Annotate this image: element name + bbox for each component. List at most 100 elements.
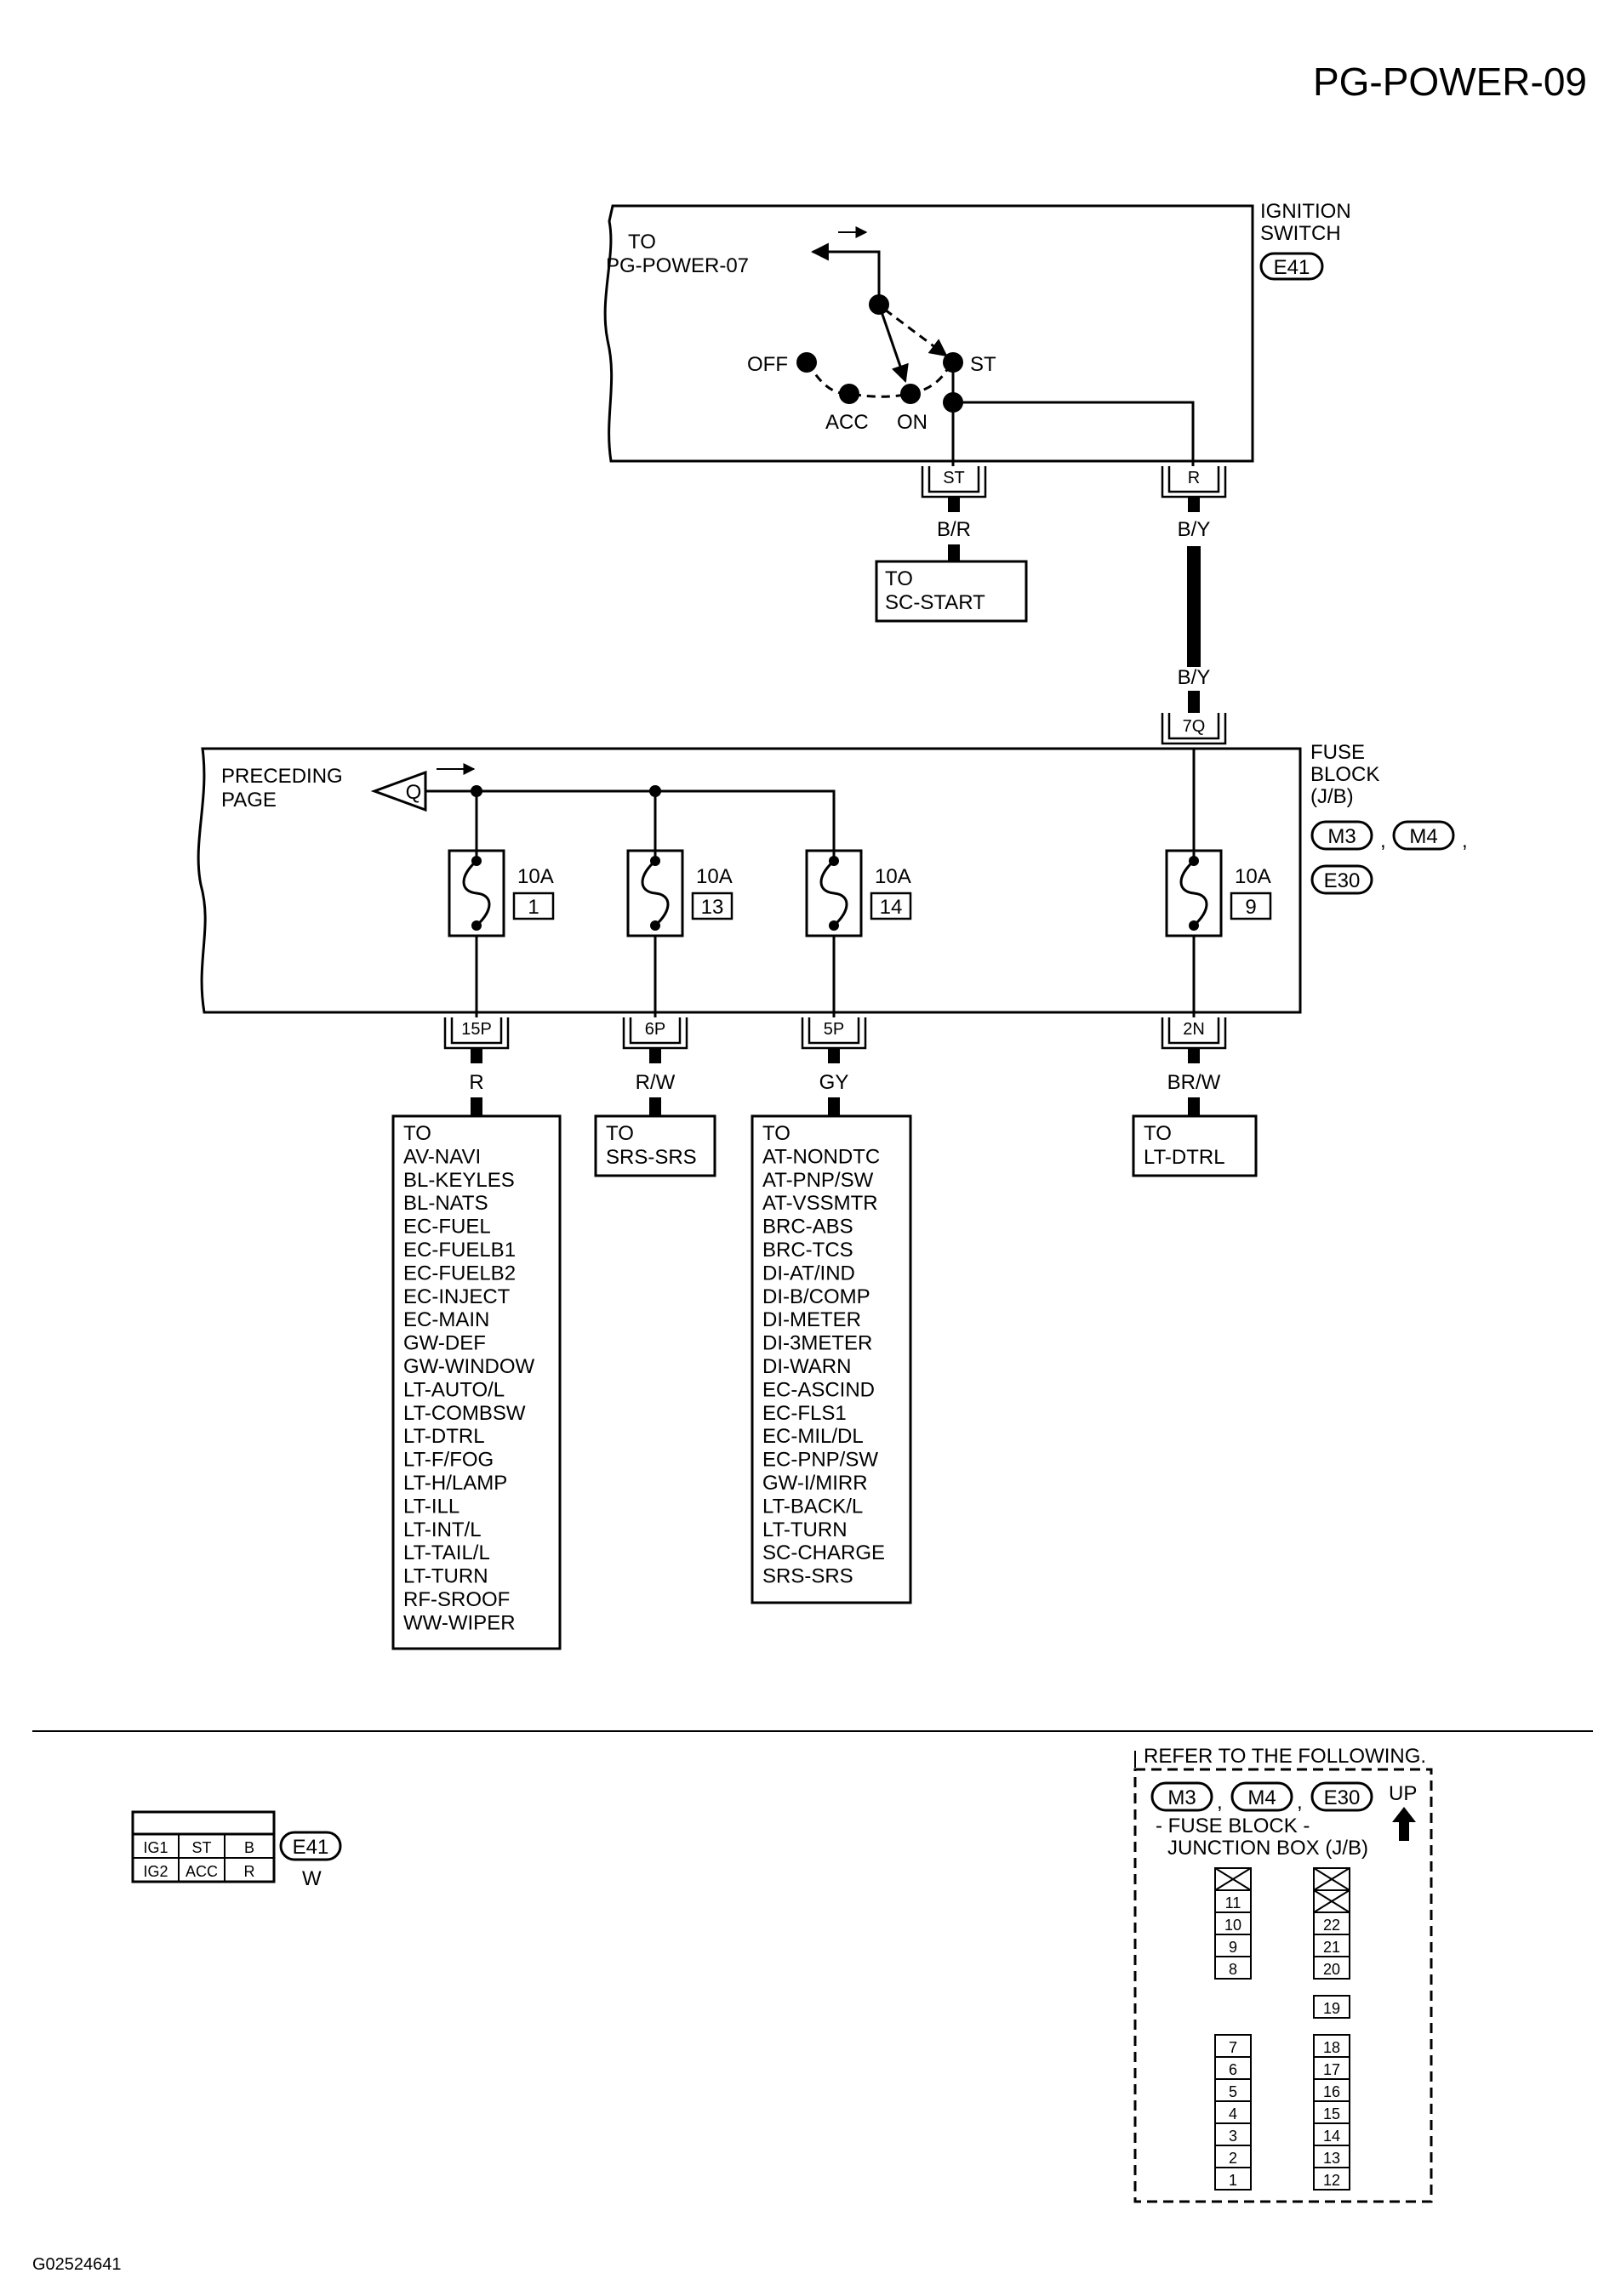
fuse-block-title-2: BLOCK (1310, 763, 1379, 786)
connector-face-e41: IG1 ST B IG2 ACC R E41 W (131, 1810, 342, 1890)
destination-item: LT-H/LAMP (403, 1472, 507, 1495)
output-wires: R R/W GY BR/W (469, 1048, 1221, 1116)
destination-item: TO (606, 1122, 634, 1145)
fuse-9-rating: 10A (1235, 865, 1271, 888)
fuse-14-number: 14 (880, 896, 903, 919)
sc-start-to: TO (885, 567, 913, 590)
terminal-2n: 2N (1183, 1020, 1205, 1039)
destination-item: DI-3METER (762, 1332, 872, 1355)
wire-br-w: BR/W (1167, 1071, 1221, 1094)
terminal-15p: 15P (461, 1020, 492, 1039)
destination-item: WW-WIPER (403, 1611, 516, 1634)
fuse-position-cell (1214, 1956, 1252, 1980)
destination-item: LT-DTRL (403, 1425, 485, 1448)
destination-item: AV-NAVI (403, 1145, 481, 1168)
destination-item: AT-VSSMTR (762, 1192, 878, 1215)
cell-acc: ACC (186, 1863, 218, 1880)
destination-item: TO (403, 1122, 431, 1145)
fuse-13-rating: 10A (696, 865, 733, 888)
destination-item: TO (1144, 1122, 1172, 1145)
page-id: PG-POWER-09 (1313, 60, 1587, 104)
destination-item: EC-FUELB1 (403, 1239, 516, 1262)
fuse-position-cell (1313, 1995, 1350, 2019)
fuse-position-number: 4 (1229, 2105, 1237, 2122)
destination-item: LT-ILL (403, 1495, 459, 1518)
terminal-5p: 5P (824, 1020, 844, 1039)
fuse-1: 10A 1 (448, 849, 555, 1017)
destination-item: LT-INT/L (403, 1518, 482, 1541)
refer-section: REFER TO THE FOLLOWING. M3 , M4 , E30 UP… (1133, 1745, 1433, 2203)
refer-connector-m3: M3 (1167, 1786, 1196, 1809)
fuse-position-number: 10 (1224, 1917, 1241, 1934)
fuse-position-number: 6 (1229, 2061, 1237, 2078)
wire-b-y-lower: B/Y (1178, 666, 1211, 689)
destination-list-fuse-1: TOAV-NAVIBL-KEYLESBL-NATSEC-FUELEC-FUELB… (403, 1122, 535, 1634)
fuse-block: 7Q FUSE BLOCK (J/B) M3 , M4 , E30 PRECED… (197, 713, 1468, 1050)
fuse-position-cell (1313, 2167, 1350, 2191)
destination-item: BRC-TCS (762, 1239, 853, 1262)
up-arrow-icon (1392, 1807, 1416, 1841)
fuse-1-rating: 10A (517, 865, 554, 888)
cell-ig1: IG1 (143, 1839, 168, 1856)
fuse-position-number: 9 (1229, 1939, 1237, 1956)
destination-box-fuse-9 (1132, 1114, 1258, 1177)
destination-item: DI-WARN (762, 1355, 851, 1378)
fuse-position-number: 16 (1323, 2083, 1340, 2100)
destination-item: AT-PNP/SW (762, 1169, 874, 1192)
refer-connector-e30: E30 (1324, 1786, 1361, 1809)
fuse-position-number: 18 (1323, 2039, 1340, 2056)
destination-item: EC-FLS1 (762, 1402, 847, 1425)
wire-b-y-upper: B/Y (1178, 518, 1211, 541)
refer-connector-m4: M4 (1247, 1786, 1276, 1809)
destination-item: SRS-SRS (762, 1565, 853, 1588)
ignition-switch-connector: E41 (1274, 256, 1310, 279)
destination-item: GW-DEF (403, 1332, 486, 1355)
wire-r-w: R/W (636, 1071, 676, 1094)
figure-id: G02524641 (32, 2255, 122, 2274)
destination-item: EC-FUEL (403, 1216, 491, 1239)
unused-cells-right (1313, 1867, 1350, 1913)
fuse-position-number: 21 (1323, 1939, 1340, 1956)
svg-text:,: , (1217, 1791, 1223, 1814)
destination-item: EC-MIL/DL (762, 1425, 864, 1448)
destination-item: DI-AT/IND (762, 1262, 855, 1285)
fuse-block-connector-m4: M4 (1409, 825, 1437, 848)
to-pg-power-07: PG-POWER-07 (606, 254, 749, 277)
fuse-1-number: 1 (528, 896, 539, 919)
destination-box-fuse-13 (594, 1114, 716, 1177)
destination-item: LT-F/FOG (403, 1449, 494, 1472)
cell-b: B (244, 1839, 254, 1856)
refer-up: UP (1389, 1782, 1417, 1805)
preceding-page-1: PRECEDING (221, 765, 343, 788)
fuse-position-number: 1 (1229, 2172, 1237, 2189)
destination-item: GW-WINDOW (403, 1355, 535, 1378)
fuse-position-number: 11 (1225, 1894, 1241, 1911)
fuse-block-connector-m3: M3 (1327, 825, 1356, 848)
destination-item: LT-BACK/L (762, 1495, 863, 1518)
destination-item: SC-CHARGE (762, 1541, 885, 1564)
fuse-position-number: 3 (1229, 2128, 1237, 2145)
destination-box-fuse-1 (391, 1114, 562, 1650)
destination-item: BL-NATS (403, 1192, 488, 1215)
connector-face-id: E41 (293, 1836, 329, 1859)
unused-cell-left (1214, 1867, 1252, 1891)
cell-st: ST (191, 1839, 211, 1856)
terminal-7q: 7Q (1183, 717, 1206, 736)
preceding-ref-q: Q (406, 781, 422, 804)
destination-item: DI-METER (762, 1308, 861, 1331)
destination-item: TO (762, 1122, 791, 1145)
fuse-position-number: 20 (1323, 1961, 1340, 1978)
sc-start-dest: SC-START (885, 591, 985, 614)
destination-item: AT-NONDTC (762, 1145, 880, 1168)
destination-item: EC-MAIN (403, 1308, 489, 1331)
fuse-position-number: 12 (1323, 2172, 1340, 2189)
fuse-position-cell (1214, 2167, 1252, 2191)
destination-box-fuse-14 (751, 1114, 912, 1604)
fuse-position-number: 19 (1323, 2000, 1340, 2017)
destination-item: GW-I/MIRR (762, 1472, 868, 1495)
position-st: ST (970, 353, 996, 376)
fuse-position-number: 15 (1323, 2105, 1340, 2122)
